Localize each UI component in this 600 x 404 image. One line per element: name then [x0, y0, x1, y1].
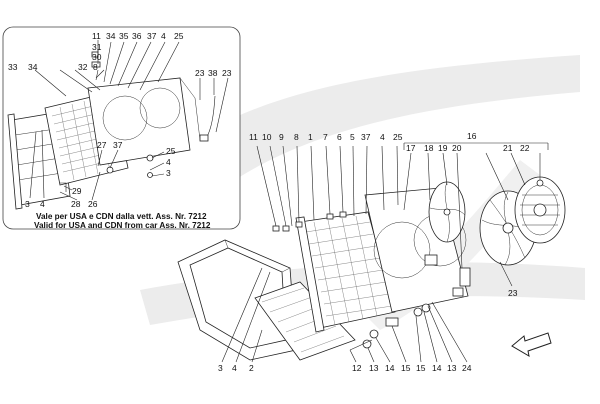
inset-fan-shroud: [87, 77, 201, 166]
callout: 4: [40, 199, 45, 209]
callout: 5: [350, 132, 355, 142]
callout: 30: [92, 52, 102, 62]
callout: 25: [166, 146, 176, 156]
callout: 4: [161, 31, 166, 41]
callout: 26: [88, 199, 98, 209]
callout: 23: [195, 68, 205, 78]
inset-caption-english: Valid for USA and CDN from car Ass. Nr. …: [34, 221, 211, 230]
main-callouts: 11 10 9 8 1 7 6 5 37 4 25 16 17 18 19 20…: [218, 131, 530, 373]
callout: 25: [174, 31, 184, 41]
callout: 19: [438, 143, 448, 153]
main-fan-left: [428, 181, 466, 243]
callout: 4: [380, 132, 385, 142]
arrow-down-left-icon: [511, 332, 552, 357]
callout: 34: [28, 62, 38, 72]
callout: 29: [72, 186, 82, 196]
callout: 14: [432, 363, 442, 373]
callout: 23: [222, 68, 232, 78]
callout: 13: [447, 363, 457, 373]
main-hardware: [272, 179, 544, 351]
callout: 37: [147, 31, 157, 41]
callout: 4: [166, 157, 171, 167]
callout: 36: [132, 31, 142, 41]
callout: 7: [323, 132, 328, 142]
callout: 37: [113, 140, 123, 150]
callout: 35: [119, 31, 129, 41]
callout: 17: [406, 143, 416, 153]
callout: 3: [166, 168, 171, 178]
callout: 11: [92, 31, 101, 41]
callout: 37: [361, 132, 371, 142]
callout: 16: [467, 131, 477, 141]
callout: 15: [416, 363, 426, 373]
callout: 31: [92, 42, 102, 52]
inset-caption-italian: Vale per USA e CDN dalla vett. Ass. Nr. …: [36, 212, 207, 221]
callout: 3: [218, 363, 223, 373]
callout: 11: [249, 132, 258, 142]
callout: 23: [508, 288, 518, 298]
callout: 6: [337, 132, 342, 142]
main-radiator: [295, 211, 396, 333]
main-fan-motor: [514, 176, 566, 244]
callout: 8: [294, 132, 299, 142]
callout: 2: [249, 363, 254, 373]
inset-leader-lines: [29, 40, 229, 201]
group-bracket-16: [403, 142, 549, 150]
callout: 21: [503, 143, 513, 153]
callout: 24: [462, 363, 472, 373]
main-leader-lines: [221, 145, 541, 363]
inset-callouts: 11 34 35 36 37 4 25 31 30 32 8 33 34 23 …: [8, 31, 232, 209]
callout: 13: [369, 363, 379, 373]
callout: 38: [208, 68, 218, 78]
inset-fasteners: [60, 51, 216, 192]
main-condenser: [254, 281, 356, 361]
inset-panel: 11 34 35 36 37 4 25 31 30 32 8 33 34 23 …: [2, 26, 241, 230]
callout: 18: [424, 143, 434, 153]
callout: 34: [106, 31, 116, 41]
callout: 15: [401, 363, 411, 373]
callout: 25: [393, 132, 403, 142]
callout: 20: [452, 143, 462, 153]
callout: 14: [385, 363, 395, 373]
callout: 3: [25, 199, 30, 209]
callout: 32: [78, 62, 88, 72]
callout: 22: [520, 143, 530, 153]
callout: 33: [8, 62, 18, 72]
callout: 9: [279, 132, 284, 142]
callout: 28: [71, 199, 81, 209]
callout: 10: [262, 132, 272, 142]
callout: 27: [97, 140, 107, 150]
main-air-duct: [177, 239, 297, 361]
callout: 4: [232, 363, 237, 373]
callout: 8: [93, 62, 98, 72]
callout: 1: [308, 132, 313, 142]
callout: 12: [352, 363, 362, 373]
